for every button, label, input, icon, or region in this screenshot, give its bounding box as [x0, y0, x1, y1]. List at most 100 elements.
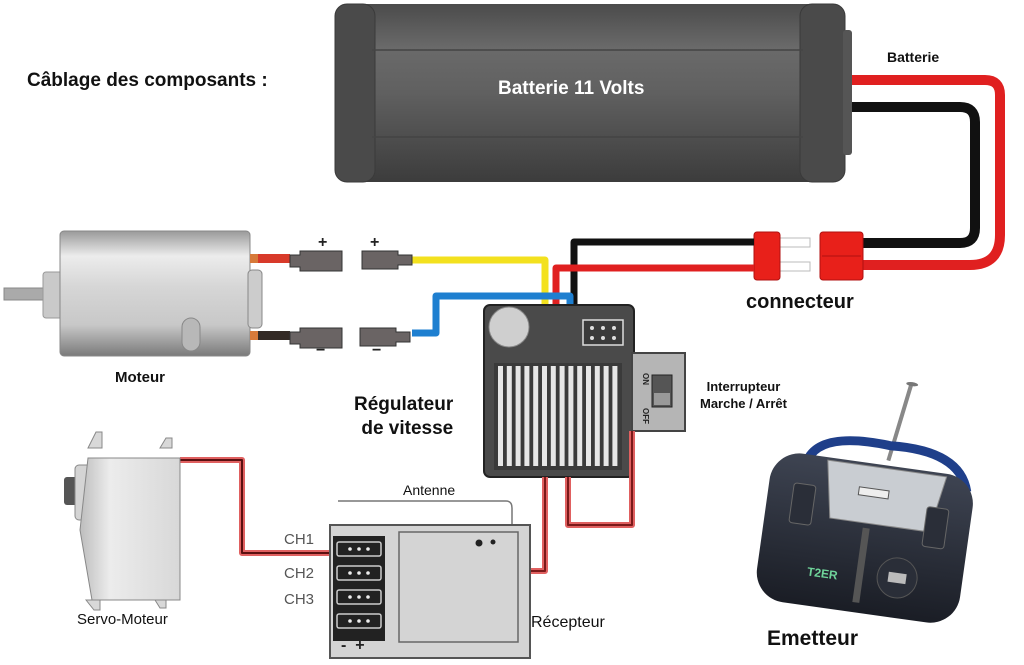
receiver-port-pin: [348, 619, 352, 623]
motor: [3, 230, 290, 357]
motor-endbell: [247, 269, 263, 329]
heatsink-fin: [542, 366, 547, 466]
receiver-port-pin: [348, 595, 352, 599]
channel-label-2: CH2: [284, 565, 315, 582]
esc-header-pins: [590, 326, 616, 340]
receiver-port-pin: [366, 619, 370, 623]
channel-label-1: CH1: [284, 531, 315, 548]
transmitter-wheel-label: [887, 571, 907, 585]
power-switch: ON OFF: [631, 352, 686, 432]
esc-to-switch-wire-core: [567, 431, 633, 526]
heatsink-fin: [603, 366, 609, 466]
battery-end-cap-right: [799, 3, 846, 183]
esc-plus-sign: +: [370, 234, 380, 251]
switch-label: Interrupteur Marche / Arrêt: [700, 378, 787, 412]
heatsink-fin: [533, 366, 539, 466]
page-title: Câblage des composants :: [27, 70, 268, 91]
heatsink-fin: [612, 366, 618, 466]
motor-vent: [181, 317, 201, 352]
connector-male: [753, 231, 781, 281]
heatsink-fin: [586, 366, 591, 466]
esc-heatsink: [494, 363, 622, 470]
receiver-port-pin: [366, 595, 370, 599]
transmitter-label: Emetteur: [767, 627, 859, 650]
battery-lead-label: Batterie: [887, 49, 940, 65]
motor-shaft: [3, 287, 47, 301]
heatsink-fin: [577, 366, 583, 466]
motor-lead-plus: [250, 254, 290, 263]
transmitter-left-stick[interactable]: [788, 482, 817, 526]
transmitter: T2ER: [756, 382, 973, 623]
bullet-connectors: [289, 250, 413, 349]
esc-label: Régulateur de vitesse: [354, 393, 453, 441]
transmitter-throttle-trim[interactable]: [852, 527, 870, 603]
receiver-led: [490, 539, 496, 545]
bullet-connector-esc-minus: [359, 327, 411, 347]
heatsink-fin: [498, 366, 503, 466]
switch-label-line2: Marche / Arrêt: [700, 396, 787, 411]
motor-plus-sign: +: [318, 234, 328, 251]
battery-label: Batterie 11 Volts: [498, 78, 645, 99]
esc-capacitor: [488, 306, 530, 348]
battery: [334, 3, 852, 183]
heatsink-fin: [559, 366, 565, 466]
battery-end-cap-left: [334, 3, 376, 183]
servo-label: Servo-Moteur: [77, 611, 168, 628]
esc-label-line2: de vitesse: [361, 418, 454, 439]
heatsink-fin: [506, 366, 512, 466]
battery-lead-black: [852, 102, 980, 248]
receiver-polarity-label: - +: [341, 637, 365, 654]
receiver-port-pin: [366, 547, 370, 551]
antenna-label: Antenne: [403, 482, 456, 498]
battery-lead-red: [852, 75, 1005, 270]
connector-pair: [753, 231, 864, 281]
servo-wire-core: [180, 459, 332, 554]
motor-tab: [250, 254, 258, 263]
connector-pin: [779, 261, 811, 272]
receiver-led: [475, 539, 483, 547]
esc-label-line1: Régulateur: [354, 394, 454, 415]
transmitter-right-stick[interactable]: [921, 506, 950, 550]
receiver-port-pin: [348, 547, 352, 551]
esc-minus-sign: −: [372, 342, 382, 359]
connector-label: connecteur: [746, 291, 854, 313]
servo: [64, 431, 181, 611]
transmitter-model-text: T2ER: [806, 564, 839, 582]
battery-terminal-block: [843, 30, 852, 155]
transmitter-handle: [803, 436, 972, 493]
receiver-port-pin: [357, 571, 361, 575]
receiver-label-panel: [398, 531, 519, 643]
switch-label-line1: Interrupteur: [706, 379, 781, 394]
receiver-port-pin: [357, 619, 361, 623]
receiver-label: Récepteur: [531, 614, 605, 631]
receiver-ports: [336, 541, 382, 629]
receiver: [329, 524, 531, 659]
motor-tab: [250, 331, 258, 340]
receiver-port-pin: [366, 571, 370, 575]
connector-pin: [779, 237, 811, 248]
esc-heatsink-fins: [498, 366, 618, 466]
motor-lead-minus: [250, 331, 290, 340]
switch-off-text: OFF: [641, 408, 650, 424]
transmitter-display: [857, 486, 890, 500]
heatsink-fin: [515, 366, 521, 466]
heatsink-fin: [524, 366, 530, 466]
receiver-port-pin: [348, 571, 352, 575]
antenna-wire: [338, 500, 513, 526]
servo-body: [79, 457, 181, 601]
receiver-port-pin: [357, 547, 361, 551]
esc-wire-black: [570, 238, 754, 330]
channel-label-3: CH3: [284, 591, 315, 608]
switch-on-text: ON: [641, 373, 650, 385]
heatsink-fin: [594, 366, 600, 466]
speed-controller: [483, 304, 635, 478]
motor-body: [59, 230, 251, 357]
heatsink-fin: [568, 366, 574, 466]
bullet-connector-motor-plus: [289, 250, 343, 272]
servo-mount-ear-top: [87, 431, 173, 449]
heatsink-fin: [550, 366, 556, 466]
antenna-tip: [906, 382, 919, 387]
motor-label: Moteur: [115, 369, 165, 386]
